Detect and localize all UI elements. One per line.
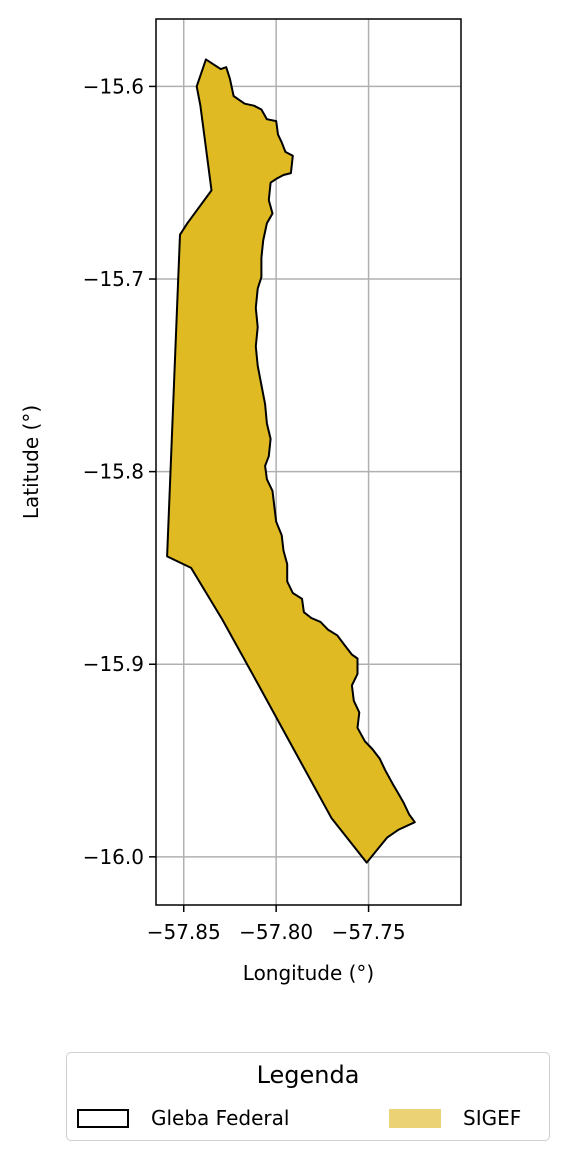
x-tick-label: −57.85 <box>147 920 221 944</box>
x-tick-label: −57.75 <box>332 920 406 944</box>
x-tick-label: −57.80 <box>239 920 313 944</box>
map-plot: −57.85 −57.80 −57.75 −15.6 −15.7 −15.8 −15.9 −1… <box>19 18 462 985</box>
legend-label-sigef: SIGEF <box>463 1106 522 1130</box>
sigef-region-polygon <box>166 58 416 864</box>
x-axis-title: Longitude (°) <box>243 961 374 985</box>
legend-swatch-fill <box>389 1108 441 1128</box>
legend-label-gleba-federal: Gleba Federal <box>151 1106 290 1130</box>
legend-item-sigef: SIGEF <box>389 1105 521 1131</box>
y-tick-label: −15.8 <box>83 460 144 484</box>
legend-swatch-outline <box>77 1108 129 1128</box>
y-tick-label: −15.9 <box>83 652 144 676</box>
y-tick-label: −15.7 <box>83 267 144 291</box>
y-tick-label: −15.6 <box>83 74 144 98</box>
y-axis-title: Latitude (°) <box>19 405 43 519</box>
plot-frame <box>155 18 462 906</box>
legend: Legenda Gleba Federal SIGEF <box>66 1052 550 1141</box>
y-tick-label: −16.0 <box>83 845 144 869</box>
legend-title: Legenda <box>256 1061 360 1089</box>
legend-item-gleba-federal: Gleba Federal <box>77 1105 289 1131</box>
axis-ticks: −57.85 −57.80 −57.75 −15.6 −15.7 −15.8 −15.9 −1… <box>83 74 406 944</box>
